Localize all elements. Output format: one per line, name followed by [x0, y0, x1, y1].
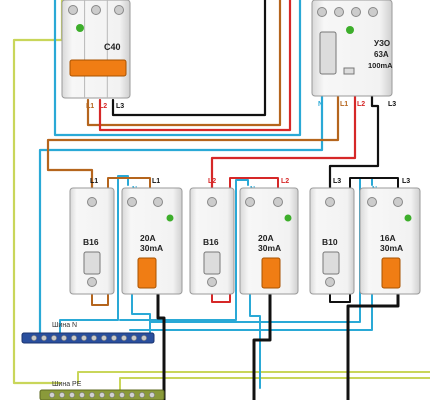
rcd-current: 20A [140, 233, 156, 243]
main-rcd-current: 63A [374, 50, 389, 59]
rcd-toggle[interactable] [137, 257, 157, 289]
group-1: L1 B16 N L1 20A 30mA [69, 178, 183, 295]
phase-label-l1: L1 [90, 178, 98, 185]
outgoing-wire [252, 293, 272, 400]
group-2-rcd: N L2 20A 30mA [239, 178, 299, 295]
pe-busbar: Шина PE [39, 381, 165, 400]
rcd-phase-label: L2 [281, 178, 289, 185]
rcd-toggle[interactable] [381, 257, 401, 289]
phase-l3-wire [111, 0, 267, 117]
terminal-label-n: N [318, 101, 323, 108]
phase-l2-wire [210, 94, 357, 190]
neutral-wire-group2-out [249, 294, 261, 389]
neutral-wire-group1-out [131, 294, 151, 339]
neutral-wire-group2 [119, 179, 249, 321]
pe-wire-branch [119, 377, 430, 393]
phase-l3-wire [328, 94, 380, 190]
group-3-breaker: B10 [309, 187, 355, 295]
phase-label-l3: L3 [333, 178, 341, 185]
group-2: L2 B16 N L2 20A 30mA [189, 178, 299, 295]
group-2-breaker: B16 [189, 187, 235, 295]
outgoing-wire [156, 293, 166, 400]
group-3-rcd: N L3 16A 30mA [359, 178, 421, 295]
schneider-logo-icon [346, 26, 354, 34]
pe-busbar-label: Шина PE [52, 381, 82, 388]
group-1-rcd: N L1 20A 30mA [121, 178, 183, 295]
schneider-logo-icon [166, 214, 174, 222]
schneider-logo-icon [404, 214, 412, 222]
rcd-toggle[interactable] [261, 257, 281, 289]
neutral-busbar: Шина N [21, 322, 155, 344]
main-breaker-rating: C40 [104, 42, 121, 52]
breaker-rating: B16 [83, 237, 99, 247]
breaker-rating: B10 [322, 237, 338, 247]
terminal-label-l2: L2 [357, 101, 365, 108]
breaker-toggle[interactable] [203, 251, 221, 275]
main-rcd-type: УЗО [374, 39, 390, 48]
breaker-toggle[interactable] [69, 59, 127, 77]
terminal-label-l1: L1 [340, 101, 348, 108]
rcd-sensitivity: 30mA [380, 243, 403, 253]
rcd-phase-label: L1 [152, 178, 160, 185]
neutral-wire-input [53, 0, 302, 137]
rcd-toggle[interactable] [319, 31, 337, 75]
main-rcd-sensitivity: 100mA [368, 61, 393, 70]
terminal-label-l1: L1 [86, 103, 94, 110]
rcd-current: 20A [258, 233, 274, 243]
rcd-sensitivity: 30mA [140, 243, 163, 253]
rcd-current: 16A [380, 233, 396, 243]
group-1-breaker: B16 [69, 187, 115, 295]
group-3: L3 B10 N L3 16A 30mA [309, 178, 421, 295]
breaker-rating: B16 [203, 237, 219, 247]
rcd-phase-label: L3 [402, 178, 410, 185]
schneider-logo-icon [284, 214, 292, 222]
phase-label-l2: L2 [208, 178, 216, 185]
outgoing-wire [346, 293, 400, 400]
phase-l2-wire [98, 0, 292, 132]
schneider-logo-icon [76, 24, 84, 32]
main-breaker: C40 L1 L2 L3 [61, 0, 131, 110]
breaker-toggle[interactable] [83, 251, 101, 275]
neutral-busbar-label: Шина N [52, 322, 77, 329]
terminal-label-l2: L2 [99, 103, 107, 110]
main-rcd: УЗО 63A 100mA N L1 L2 L3 [311, 0, 396, 108]
phase-l1-wire [86, 0, 282, 127]
rcd-sensitivity: 30mA [258, 243, 281, 253]
pe-wire-branch [77, 371, 430, 384]
terminal-label-l3: L3 [116, 103, 124, 110]
phase-l1-wire [46, 94, 340, 190]
terminal-label-l3: L3 [388, 101, 396, 108]
breaker-toggle[interactable] [322, 251, 340, 275]
rcd-test-button[interactable] [343, 67, 355, 75]
